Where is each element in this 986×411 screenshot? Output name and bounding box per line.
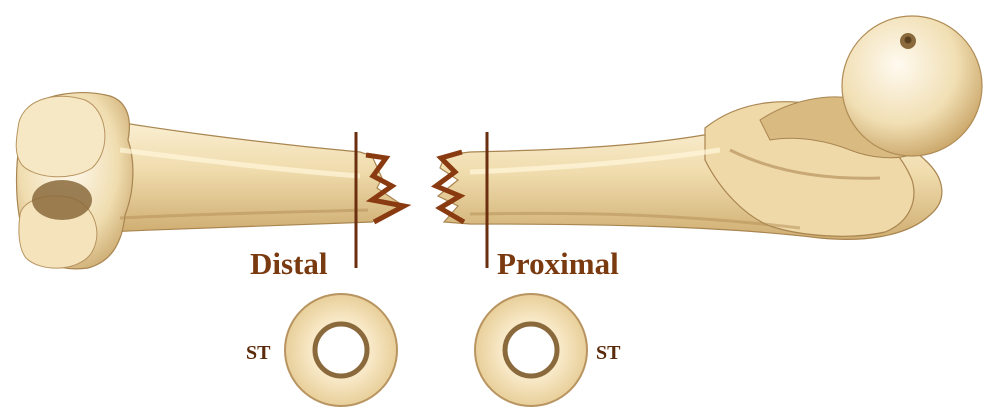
proximal-label: Proximal (497, 246, 619, 282)
proximal-fragment (438, 16, 982, 239)
intercondylar-notch (32, 180, 92, 220)
distal-fragment (16, 93, 402, 269)
st-label-right: ST (596, 342, 620, 365)
proximal-cross-section (475, 294, 587, 406)
fovea-capitis-inner (905, 37, 912, 44)
distal-cross-section (285, 294, 397, 406)
distal-condyle-top (16, 96, 105, 177)
st-label-left: ST (246, 342, 270, 365)
distal-label: Distal (250, 246, 328, 282)
